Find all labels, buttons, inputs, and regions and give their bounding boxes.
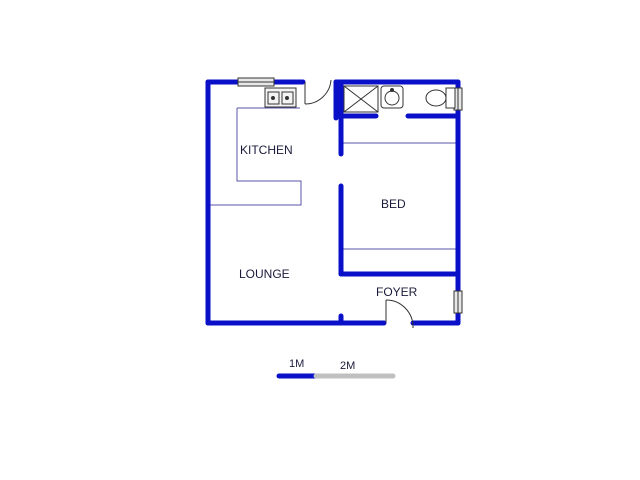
room-label-kitchen: KITCHEN	[240, 143, 293, 157]
entrance-door	[385, 299, 414, 329]
window-top	[237, 77, 275, 87]
walls	[205, 79, 461, 326]
kitchen-door	[304, 79, 332, 105]
shower-icon	[343, 85, 379, 113]
room-label-bed: BED	[381, 197, 406, 211]
scale-bar: 1M 2M	[276, 358, 396, 379]
room-label-foyer: FOYER	[376, 285, 418, 299]
scale-label-1m: 1M	[289, 358, 304, 370]
room-label-lounge: LOUNGE	[239, 267, 290, 281]
kitchen-sink-icon	[264, 87, 297, 108]
kitchen-counter	[210, 107, 302, 206]
bed-outline	[343, 142, 457, 250]
basin-icon	[380, 85, 404, 109]
window-right-bottom	[453, 290, 463, 314]
toilet-icon	[425, 87, 456, 109]
scale-label-2m: 2M	[340, 360, 355, 372]
